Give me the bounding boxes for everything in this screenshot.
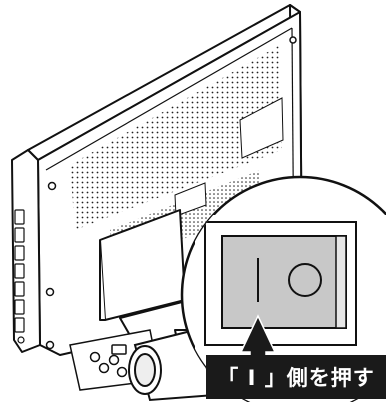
- press-instruction-label: 「 I 」側を押す: [206, 355, 386, 399]
- side-buttons: [14, 209, 25, 344]
- power-switch: [221, 235, 347, 329]
- screw-holes: [45, 36, 297, 350]
- off-symbol-icon: [288, 263, 322, 297]
